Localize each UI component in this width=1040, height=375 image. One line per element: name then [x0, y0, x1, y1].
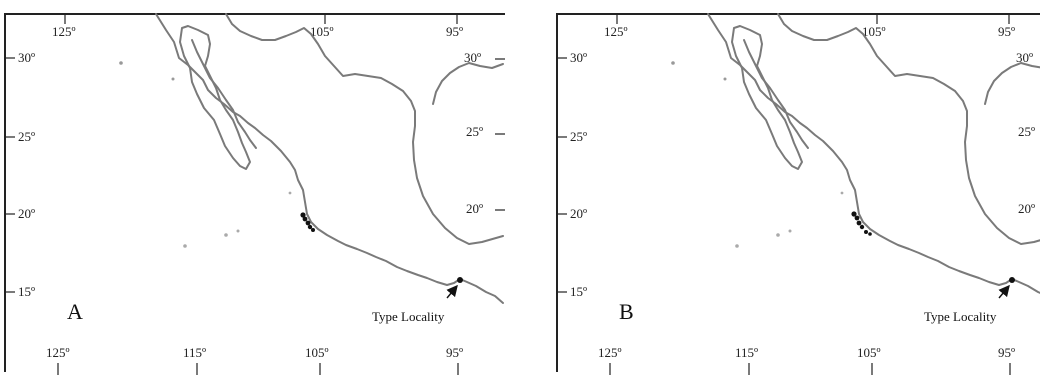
island-marker [788, 229, 792, 233]
lat-left-label: 20º [570, 206, 587, 221]
lon-bottom-label: 105º [857, 345, 881, 360]
lon-bottom-label: 95º [446, 345, 463, 360]
map-b: 125º 105º 95º 30º 25º 20º 15º 30º 25º 20… [556, 13, 1040, 375]
lat-right-label: 20º [1018, 201, 1035, 216]
map-frame-left-top [556, 13, 708, 372]
record-cluster [300, 212, 315, 232]
lon-bottom-label: 105º [305, 345, 329, 360]
lon-bottom-label: 115º [183, 345, 206, 360]
island-marker [183, 244, 187, 248]
island-marker [171, 77, 175, 81]
type-locality-label: Type Locality [372, 309, 445, 324]
lon-bottom-label: 115º [735, 345, 758, 360]
mainland-coastline [707, 13, 1040, 294]
lat-right-label: 30º [464, 50, 481, 65]
lat-left-label: 25º [18, 129, 35, 144]
type-locality-point [457, 277, 463, 283]
lon-top-label: 105º [310, 24, 334, 39]
map-panel-b: 125º 105º 95º 30º 25º 20º 15º 30º 25º 20… [552, 0, 1040, 375]
mainland-coastline [155, 13, 504, 304]
island-marker [735, 244, 739, 248]
map-a: 125º 105º 95º 30º 25º 20º 15º 30º 25º 20… [4, 13, 505, 375]
lon-bottom-label: 95º [998, 345, 1015, 360]
gulf-of-california-inner-coast [743, 39, 809, 149]
island-marker [236, 229, 240, 233]
lon-bottom-label: 125º [46, 345, 70, 360]
lon-top-label: 125º [604, 24, 628, 39]
baja-peninsula-outline [179, 25, 251, 170]
type-locality-point [1009, 277, 1015, 283]
panel-letter-a: A [67, 299, 83, 324]
gulf-of-california-inner-coast [191, 39, 257, 149]
lat-left-label: 15º [18, 284, 35, 299]
island-marker [723, 77, 727, 81]
lat-right-label: 30º [1016, 50, 1033, 65]
gulf-coastline [777, 13, 1040, 245]
island-marker [776, 233, 780, 237]
record-cluster [851, 211, 872, 236]
lat-left-label: 30º [570, 50, 587, 65]
island-marker [119, 61, 123, 65]
map-frame-left-top [4, 13, 156, 372]
baja-peninsula-outline [731, 25, 803, 170]
island-marker [224, 233, 228, 237]
lon-top-label: 95º [446, 24, 463, 39]
lat-right-label: 25º [1018, 124, 1035, 139]
panel-letter-b: B [619, 299, 634, 324]
lat-right-label: 20º [466, 201, 483, 216]
map-panel-a: 125º 105º 95º 30º 25º 20º 15º 30º 25º 20… [0, 0, 505, 375]
lon-bottom-label: 125º [598, 345, 622, 360]
gulf-coastline [225, 13, 504, 245]
lat-left-label: 20º [18, 206, 35, 221]
island-marker [840, 191, 844, 195]
lat-left-label: 30º [18, 50, 35, 65]
island-marker [671, 61, 675, 65]
lat-left-label: 25º [570, 129, 587, 144]
lon-top-label: 95º [998, 24, 1015, 39]
lon-top-label: 125º [52, 24, 76, 39]
lon-top-label: 105º [862, 24, 886, 39]
lat-left-label: 15º [570, 284, 587, 299]
island-marker [288, 191, 292, 195]
upper-gulf-coastline [432, 62, 504, 105]
upper-gulf-coastline [984, 62, 1040, 105]
type-locality-label: Type Locality [924, 309, 997, 324]
lat-right-label: 25º [466, 124, 483, 139]
type-locality-arrow [998, 284, 1010, 299]
type-locality-arrow [446, 284, 458, 299]
